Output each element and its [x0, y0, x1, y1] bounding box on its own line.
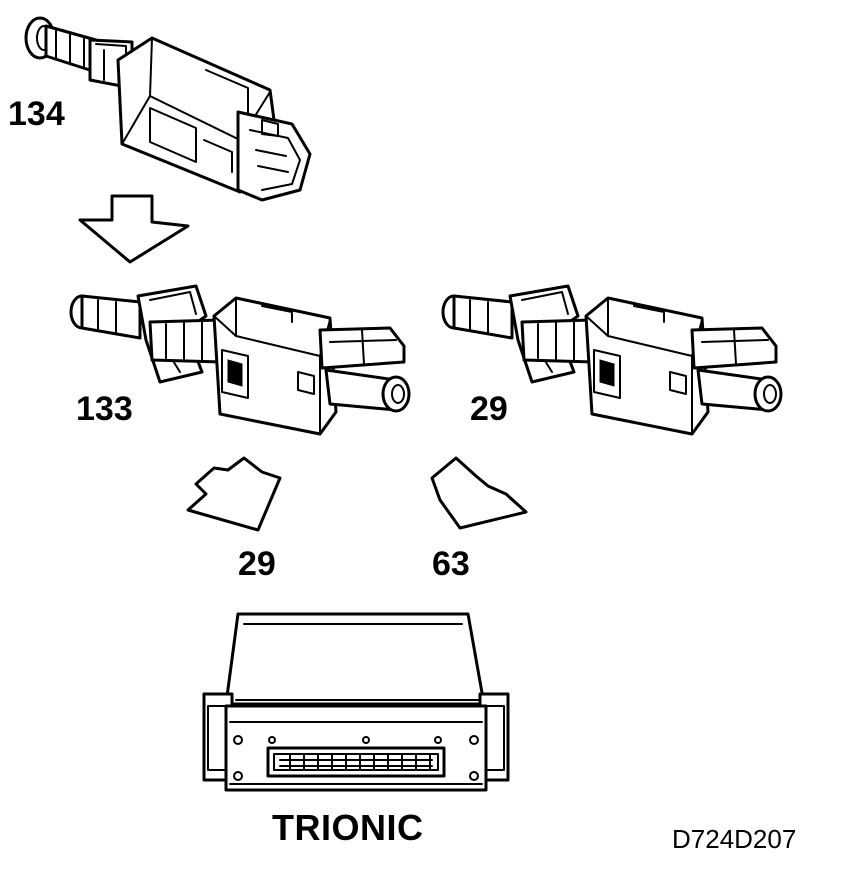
callout-134: 134 — [8, 95, 65, 133]
callout-133: 133 — [76, 390, 133, 428]
callout-63-arrow: 63 — [432, 545, 470, 583]
arrow-down-right-icon — [430, 456, 528, 530]
trionic-ecu — [202, 612, 510, 792]
callout-29-arrow: 29 — [238, 545, 276, 583]
brake-switch-29 — [441, 284, 783, 436]
arrow-down-left-icon — [186, 456, 282, 532]
figure-code: D724D207 — [672, 824, 797, 854]
callout-29-switch: 29 — [470, 390, 508, 428]
ecu-label: TRIONIC — [272, 807, 424, 848]
arrow-down-icon — [78, 194, 190, 264]
brake-switch-133 — [69, 284, 411, 436]
brake-switch-134 — [24, 16, 312, 202]
